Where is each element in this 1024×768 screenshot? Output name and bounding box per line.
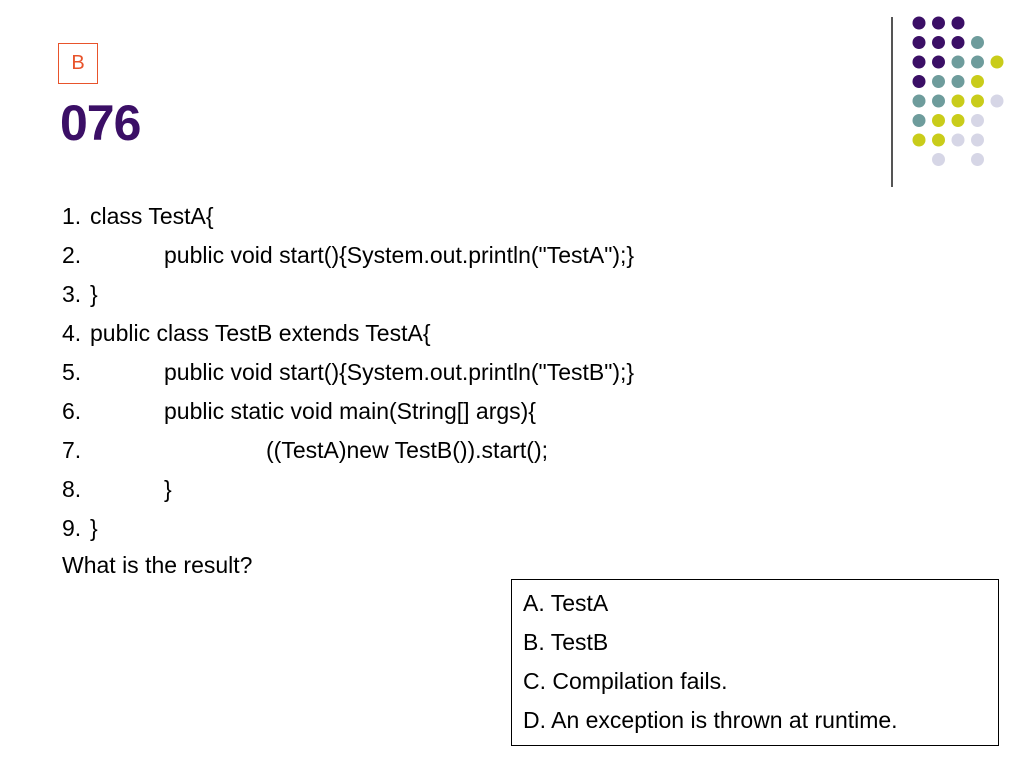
option-d: D. An exception is thrown at runtime. (523, 707, 898, 733)
line-number: 8. (62, 476, 82, 502)
decorative-dot (971, 75, 984, 88)
option-b: B. TestB (523, 629, 609, 655)
code-text: } (90, 515, 98, 541)
decorative-dot (912, 75, 926, 88)
decorative-dot (971, 133, 984, 147)
decorative-dot (912, 36, 926, 49)
decorative-dot (971, 114, 984, 127)
decorative-dot (932, 16, 945, 30)
decorative-dot (932, 36, 945, 49)
decorative-dot (971, 94, 984, 108)
decorative-dot (951, 36, 965, 49)
option-a: A. TestA (523, 590, 609, 616)
divider-line (891, 17, 893, 187)
code-text: ((TestA)new TestB()).start(); (266, 437, 548, 463)
code-text: public static void main(String[] args){ (164, 398, 536, 424)
decorative-dot (951, 114, 965, 127)
line-number: 4. (62, 320, 82, 346)
code-text: } (90, 281, 98, 307)
decorative-dot (951, 16, 965, 30)
code-text: public void start(){System.out.println("… (164, 242, 635, 268)
line-number: 7. (62, 437, 82, 463)
decorative-dot (932, 94, 945, 108)
decorative-dot (932, 55, 945, 69)
decorative-dot (990, 55, 1004, 69)
code-text: public class TestB extends TestA{ (90, 320, 431, 346)
line-number: 6. (62, 398, 82, 424)
line-number: 9. (62, 515, 82, 541)
decorative-dot (912, 16, 926, 30)
line-number: 1. (62, 203, 82, 229)
decorative-dot (932, 133, 945, 147)
line-number: 5. (62, 359, 82, 385)
code-text: } (164, 476, 172, 502)
decorative-dot (990, 94, 1004, 108)
decorative-dot (912, 133, 926, 147)
answer-badge: B (58, 43, 98, 84)
decorative-dot (971, 55, 984, 69)
line-number: 3. (62, 281, 82, 307)
option-c: C. Compilation fails. (523, 668, 728, 694)
decorative-dot (951, 133, 965, 147)
line-number: 2. (62, 242, 82, 268)
decorative-dot (951, 55, 965, 69)
decorative-dot (932, 153, 945, 166)
decorative-dot (912, 94, 926, 108)
decorative-dot (951, 75, 965, 88)
decorative-dot (971, 153, 984, 166)
decorative-dot (912, 114, 926, 127)
answer-options-box: A. TestA B. TestB C. Compilation fails. … (511, 579, 999, 746)
slide-title: 076 (60, 95, 141, 151)
decorative-dot (932, 75, 945, 88)
question-text: What is the result? (62, 552, 253, 578)
code-text: class TestA{ (90, 203, 214, 229)
decorative-dot-grid (912, 16, 1004, 166)
decorative-dot (932, 114, 945, 127)
decorative-dot (971, 36, 984, 49)
code-text: public void start(){System.out.println("… (164, 359, 635, 385)
decorative-dot (912, 55, 926, 69)
decorative-dot (951, 94, 965, 108)
